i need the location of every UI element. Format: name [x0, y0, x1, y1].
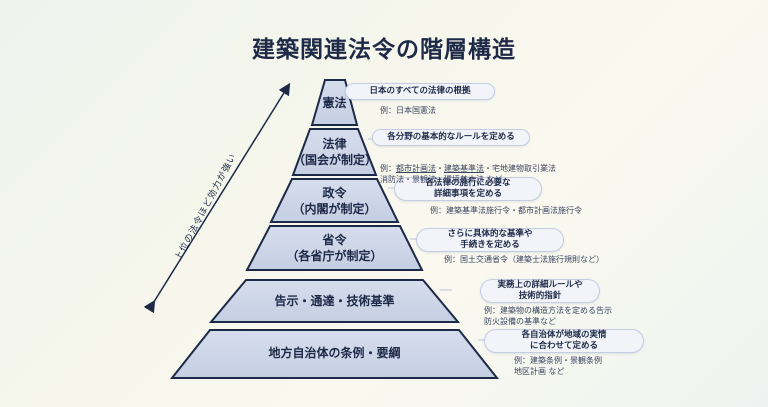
tier-label-cabinet-orders: 政令 （内閣が制定） — [292, 186, 377, 216]
example-ministerial-ordinances: 例：国土交通省令（建築士法施行規則など） — [444, 255, 604, 264]
example-laws-prefix: 例： — [380, 164, 396, 173]
page-title: 建築関連法令の階層構造 — [252, 37, 516, 63]
desc-pill-notices: 実務上の詳細ルールや 技術的指針 — [480, 279, 600, 303]
tier-label-constitution: 憲法 — [322, 96, 347, 110]
tier-label-ministerial-ordinances: 省令 （各省庁が制定） — [286, 233, 383, 263]
desc-pill-laws: 各分野の基本的なルールを定める — [372, 129, 530, 146]
example-laws-link-1: 都市計画法 — [396, 164, 436, 173]
example-local-ordinances: 例：建築条例・景観条例 地区計画 など — [514, 356, 602, 376]
desc-pill-local-ordinances: 各自治体が地域の実情 に合わせて定める — [484, 329, 644, 353]
strength-arrow — [143, 82, 291, 314]
desc-pill-cabinet-orders: 各法律の施行に必要な 詳細事項を定める — [394, 177, 542, 201]
pyramid-tier-6 — [169, 329, 500, 379]
desc-pill-constitution: 日本のすべての法律の根拠 — [345, 83, 495, 100]
example-cabinet-orders: 例：建築基準法施行令・都市計画法施行令 — [430, 206, 582, 215]
example-notices: 例：建築物の構造方法を定める告示 防火設備の基準など — [484, 306, 612, 326]
tier-label-laws: 法律 （国会が制定） — [293, 137, 378, 167]
example-laws: 例：都市計画法・建築基準法・宅地建物取引業法 消防法・景観法・環境基本法 など — [380, 152, 556, 185]
example-laws-rest: ・宅地建物取引業法 消防法・景観法・環境基本法 など — [380, 164, 556, 184]
pyramid-tier-2 — [291, 128, 378, 176]
tier-label-notices: 告示・通達・技術基準 — [274, 294, 395, 308]
example-constitution: 例：日本国憲法 — [380, 106, 436, 115]
desc-pill-ministerial-ordinances: さらに具体的な基準や 手続きを定める — [416, 228, 564, 252]
example-laws-sep: ・ — [436, 164, 444, 173]
tier-label-local-ordinances: 地方自治体の条例・要綱 — [268, 346, 401, 360]
example-laws-link-2: 建築基準法 — [444, 164, 484, 173]
